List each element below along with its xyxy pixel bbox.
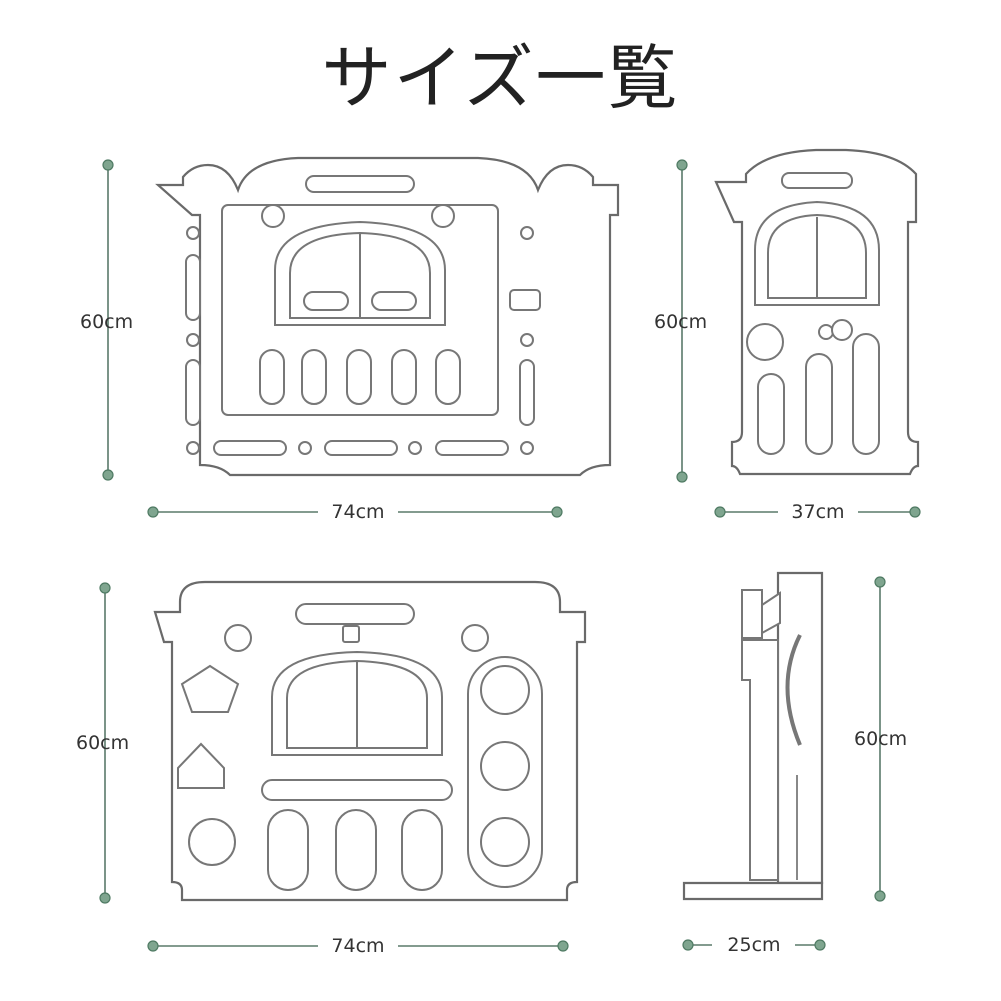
play-panel-height-dimension bbox=[99, 582, 111, 904]
side-view-depth-label: 25cm bbox=[727, 934, 780, 956]
door-panel-height-label: 60cm bbox=[80, 311, 133, 333]
door-panel-height-dimension bbox=[102, 159, 114, 481]
door-panel-width-dimension bbox=[147, 506, 563, 518]
narrow-panel bbox=[714, 148, 920, 476]
narrow-panel-width-dimension bbox=[714, 506, 921, 518]
side-view-height-dimension bbox=[874, 576, 886, 902]
play-panel-width-label: 74cm bbox=[331, 935, 384, 957]
side-view-depth-dimension bbox=[682, 939, 826, 951]
narrow-panel-height-dimension bbox=[676, 159, 688, 483]
play-panel-height-label: 60cm bbox=[76, 732, 129, 754]
narrow-panel-height-label: 60cm bbox=[654, 311, 707, 333]
door-panel bbox=[155, 156, 620, 477]
play-panel bbox=[153, 580, 587, 902]
page-title: サイズ一覧 bbox=[321, 37, 680, 119]
play-panel-width-dimension bbox=[147, 940, 569, 952]
side-view bbox=[682, 571, 824, 901]
door-panel-width-label: 74cm bbox=[331, 501, 384, 523]
narrow-panel-width-label: 37cm bbox=[791, 501, 844, 523]
side-view-height-label: 60cm bbox=[854, 728, 907, 750]
